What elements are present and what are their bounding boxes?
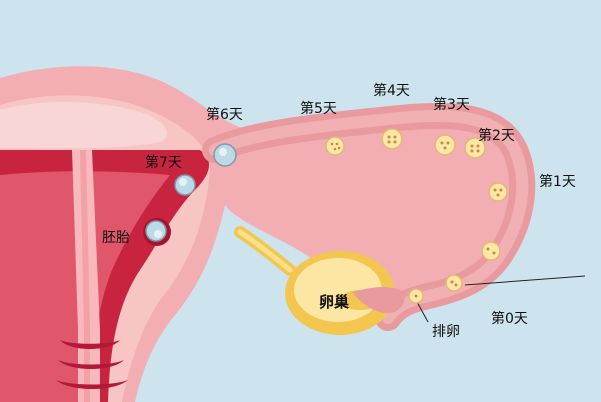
cell-day3 [434,134,456,156]
label-ovulation: 排卵 [432,324,460,340]
label-day0: 第0天 [491,311,528,327]
cell-day6 [213,143,237,167]
ovulation-pointer [415,299,429,323]
label-ovary: 卵巢 [319,293,350,311]
cervix-folds [56,340,128,389]
uterine-canal-inner [80,150,90,402]
cell-day1a [481,241,501,261]
ovarian-ligament-inner [237,229,293,273]
fimbriae [352,286,405,314]
cell-day2 [464,137,486,159]
label-day4: 第4天 [373,83,410,99]
label-day2: 第2天 [478,128,515,144]
label-day7: 第7天 [145,155,182,171]
label-day5: 第5天 [300,101,337,117]
cell-day0 [445,274,463,292]
cell-day1b [488,182,508,202]
cell-day4 [381,128,403,150]
cell-day5 [325,136,345,156]
cell-day0-egg [408,288,424,304]
embryo-implanted [143,218,171,246]
day0-pointer [464,275,586,286]
label-day1: 第1天 [539,174,576,190]
uterus-fundus-highlight [0,101,168,149]
label-day3: 第3天 [433,97,470,113]
label-embryo: 胚胎 [102,230,130,246]
cell-day7 [174,174,196,196]
label-day6: 第6天 [206,107,243,123]
